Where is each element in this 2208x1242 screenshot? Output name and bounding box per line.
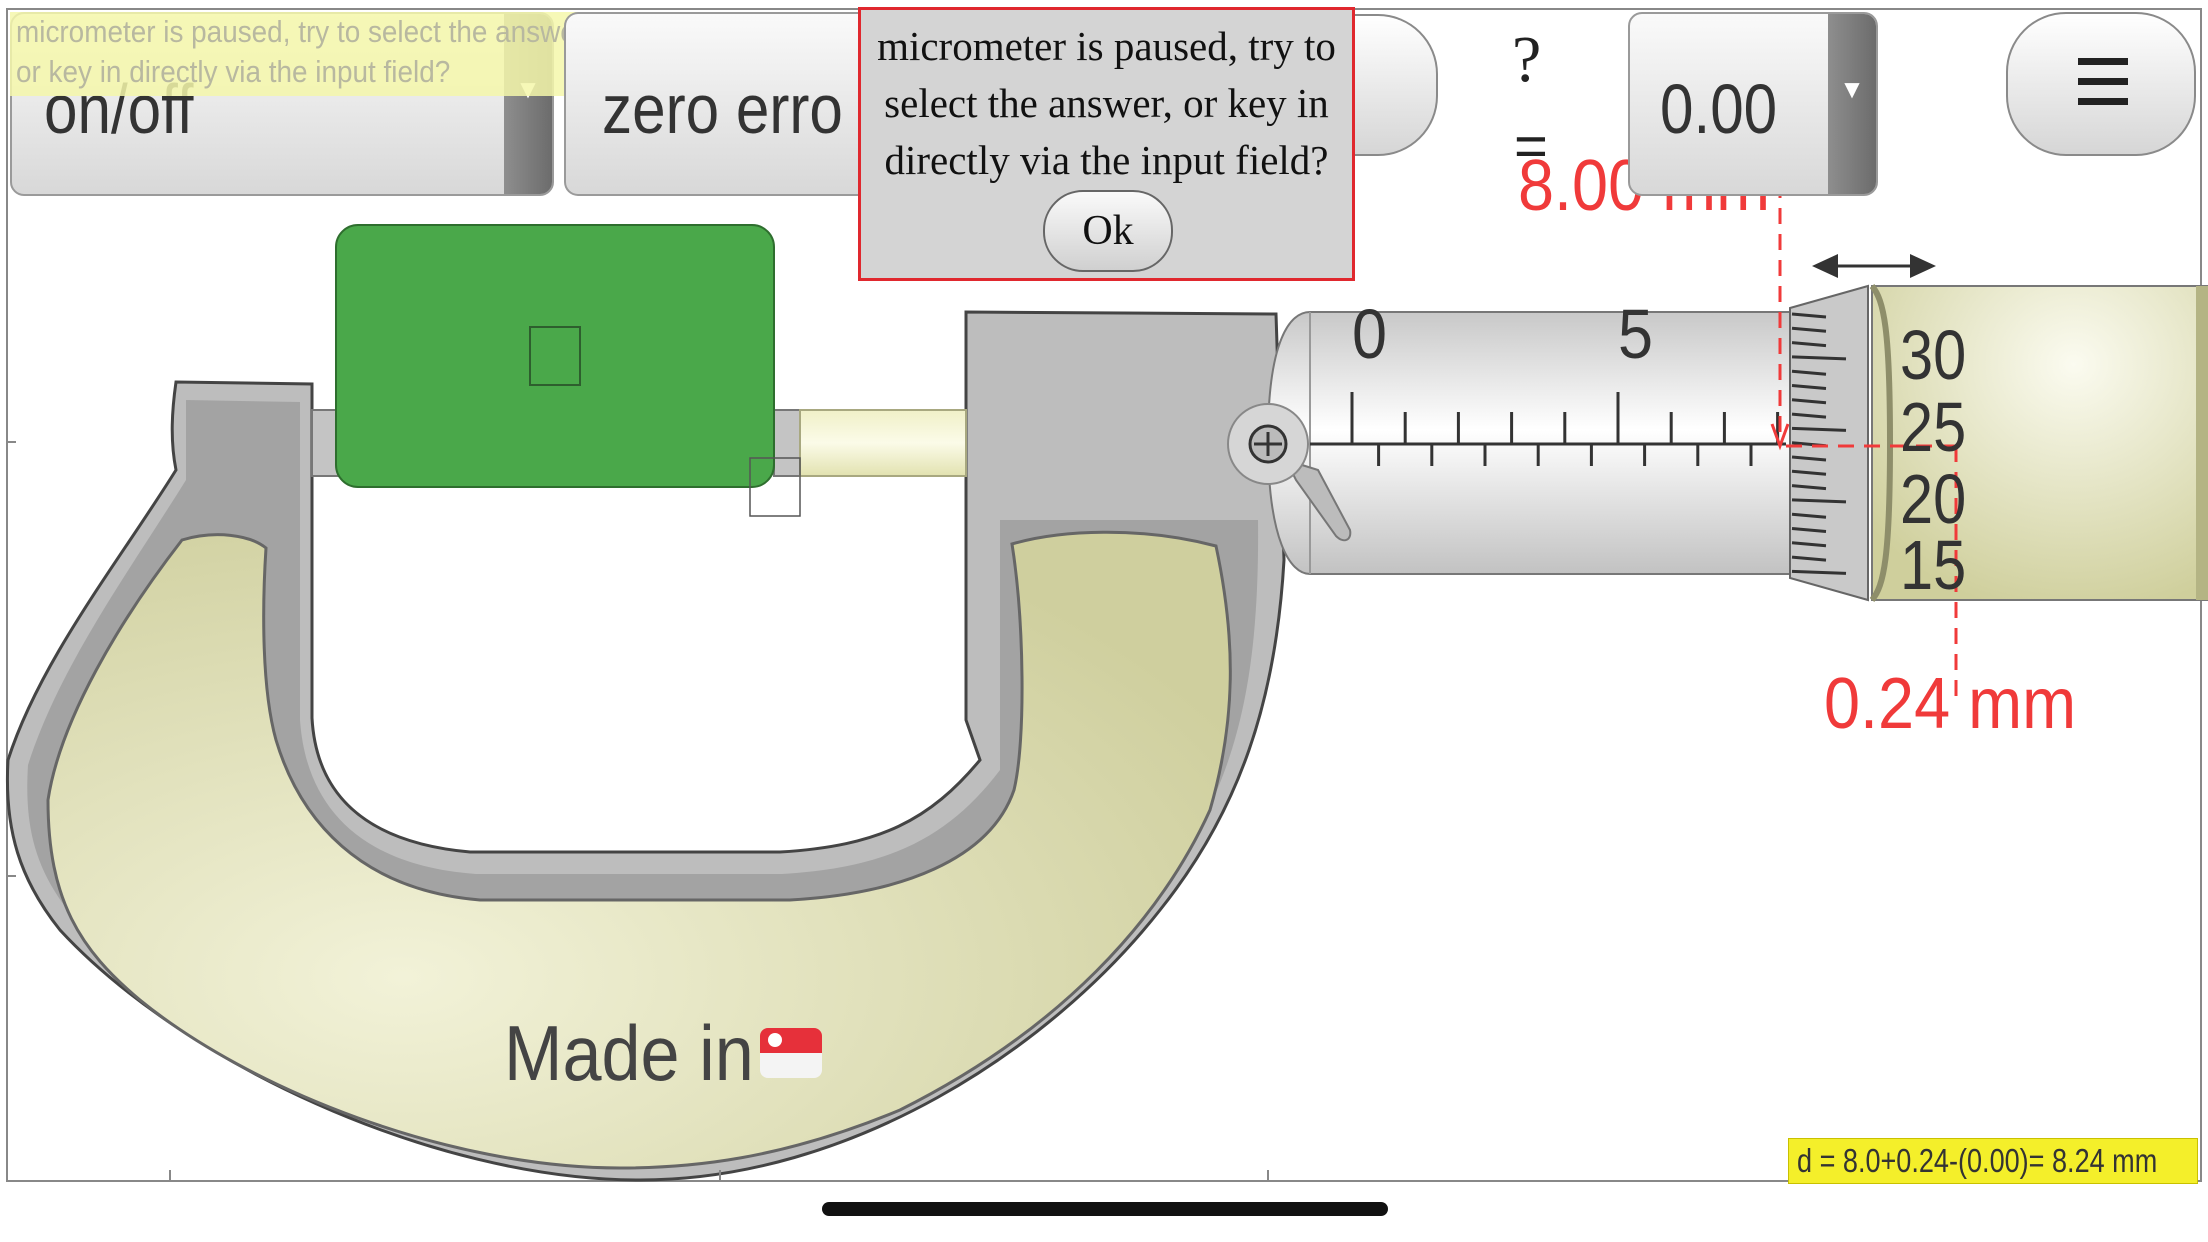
hamburger-icon [2078,58,2128,114]
thimble-tick [1791,455,1827,462]
thimble[interactable] [1789,284,2208,602]
spindle[interactable] [799,409,967,477]
pause-dialog: micrometer is paused, try to select the … [858,7,1355,281]
thimble-tick [1791,412,1827,419]
answer-value: 0.00 [1660,70,1778,148]
thimble-tick [1791,355,1847,361]
main-scale-label-0: 0 [1351,295,1387,373]
thimble-tick [1791,512,1827,519]
thimble-tick [1791,541,1827,548]
thimble-label-20: 20 [1900,460,1967,538]
reading-arrow-icon [1770,423,1790,451]
object-drag-handle[interactable] [529,326,581,386]
zero-error-dropdown[interactable]: zero erro [564,12,864,196]
dialog-message-line-2: select the answer, or key in [884,80,1329,126]
frame [5,310,1286,1182]
thimble-label-30: 30 [1900,316,1967,394]
thimble-label-15: 15 [1900,526,1967,604]
thimble-tick [1791,469,1827,476]
made-in-label: Made in [504,1009,754,1097]
formula-readout: d = 8.0+0.24-(0.00)= 8.24 mm [1788,1138,2198,1184]
question-mark-label: ? [1512,23,1542,96]
thimble-tick [1791,384,1827,390]
equals-sign: = [1514,114,1548,179]
singapore-flag-icon [760,1028,822,1078]
reading-guides [1778,182,1962,700]
lock-ring[interactable] [1227,403,1352,542]
answer-dropdown[interactable]: 0.00 ▼ [1628,12,1878,196]
thimble-tick [1791,569,1847,575]
anvil [311,409,339,477]
home-indicator[interactable] [822,1202,1388,1216]
thimble-tick [1791,426,1847,432]
ratchet-double-arrow-icon[interactable] [1812,254,1936,278]
thimble-tick [1791,498,1847,504]
main-scale-label-5: 5 [1617,295,1653,373]
canvas-axis-ticks [8,441,1269,1180]
thimble-tick [1791,326,1827,333]
thimble-tick [1791,312,1827,319]
thimble-tick [1791,398,1827,405]
zero-error-label: zero erro [602,70,843,148]
main-scale-ticks [1310,392,1786,466]
ok-button[interactable]: Ok [1043,190,1173,272]
thimble-tick [1791,527,1827,533]
thimble-tick [1791,484,1827,491]
thimble-reading: 0.24 mm [1824,664,2077,744]
thimble-tick [1791,341,1827,348]
thimble-tick [1791,555,1827,562]
thimble-label-25: 25 [1900,388,1967,466]
menu-button[interactable] [2006,12,2196,156]
dialog-message-line-3: directly via the input field? [884,137,1329,183]
thimble-tick [1791,369,1827,376]
spindle-drag-handle[interactable] [749,457,801,517]
thimble-ticks [1791,312,1847,575]
dialog-message-line-1: micrometer is paused, try to [877,23,1336,69]
measured-object[interactable] [335,224,775,488]
chevron-down-icon: ▼ [1828,14,1876,194]
ghost-tooltip: micrometer is paused, try to select the … [10,12,634,96]
spindle-end [773,409,801,477]
